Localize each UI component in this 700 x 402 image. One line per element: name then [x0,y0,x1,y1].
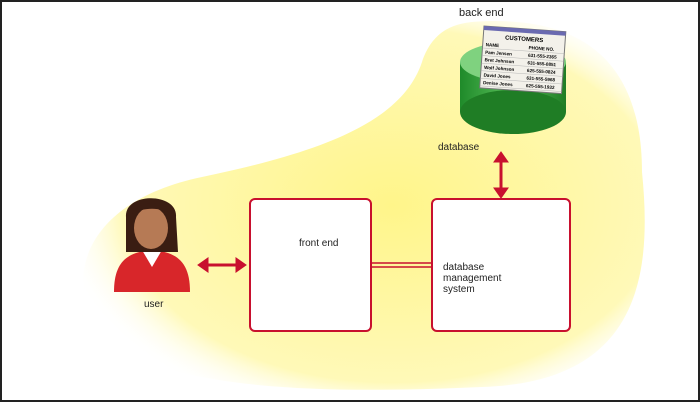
table-cell: 625-555-1932 [526,83,555,90]
user-icon [114,198,190,292]
connector-line [371,262,431,268]
table-rule [481,55,564,62]
table-rule [482,47,565,54]
front-end-label: front end [299,238,339,249]
dbms-label-line: system [443,284,475,295]
table-rule [479,85,562,92]
table-cell: 631-555-2365 [528,53,557,60]
table-rule [480,78,563,85]
table-cell: 625-555-0824 [527,68,556,75]
dbms-box: database management system [431,198,571,332]
user-label: user [144,299,164,310]
arrow-db-dbms [493,151,509,199]
dbms-label-line: database [443,262,485,273]
table-cell: Pam Jensen [485,50,512,57]
table-cell: Wolf Johnson [484,65,515,72]
table-title: CUSTOMERS [505,36,544,45]
table-rule [480,70,563,77]
front-end-box: front end [249,198,372,332]
back-end-label: back end [459,7,504,19]
table-cell: David Jones [483,72,511,79]
customers-table: CUSTOMERS NAME PHONE NO. Pam Jensen 631-555… [479,25,567,95]
table-cell: Denise Jones [483,80,513,87]
table-cell: 631-555-5968 [526,75,555,82]
table-cell: 631-555-0851 [527,60,556,67]
dbms-label: database management system [443,262,501,295]
database-label: database [438,142,480,153]
table-header: NAME [486,42,500,48]
table-cell: Bret Johnson [484,57,514,64]
dbms-label-line: management [443,273,502,284]
table-rule [481,62,564,70]
arrow-user-frontend [197,257,247,273]
table-header: PHONE NO. [528,45,554,52]
